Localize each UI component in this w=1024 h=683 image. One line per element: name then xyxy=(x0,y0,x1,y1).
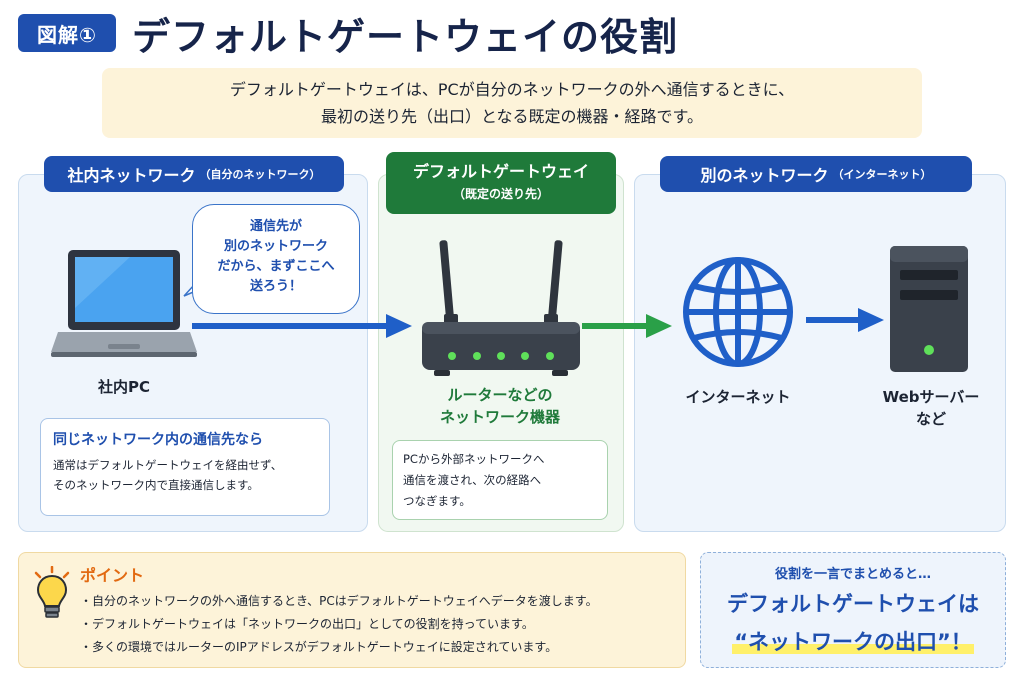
same-network-note-line-1: 通常はデフォルトゲートウェイを経由せず、 xyxy=(53,458,283,472)
arrow-pc-to-router xyxy=(192,314,412,338)
summary-line-1: デフォルトゲートウェイは xyxy=(727,592,979,616)
server-icon xyxy=(890,246,968,372)
tab-other-network: 別のネットワーク（インターネット） xyxy=(660,156,972,192)
tab-internal-network-sub: （自分のネットワーク） xyxy=(199,168,321,181)
arrow-router-to-internet xyxy=(582,314,672,338)
point-item-2: デフォルトゲートウェイは「ネットワークの出口」としての役割を持っています。 xyxy=(80,613,598,636)
gateway-note-line-2: 通信を渡され、次の経路へ xyxy=(403,473,542,487)
lightbulb-icon xyxy=(34,566,70,618)
point-item-3: 多くの環境ではルーターのIPアドレスがデフォルトゲートウェイに設定されています。 xyxy=(80,636,598,659)
gateway-note-line-3: つなぎます。 xyxy=(403,494,471,508)
bubble-line-3: だから、まずここへ xyxy=(217,259,335,274)
server-label: Webサーバー など xyxy=(868,386,994,430)
summary-line-2-wrap: “ネットワークの出口”！ xyxy=(701,626,1005,658)
router-label-line-2: ネットワーク機器 xyxy=(439,408,560,426)
summary-lead: 役割を一言でまとめると… xyxy=(774,567,931,582)
tab-other-network-label: 別のネットワーク xyxy=(700,166,829,185)
tab-default-gateway-label: デフォルトゲートウェイ xyxy=(412,162,589,181)
intro-line-1: デフォルトゲートウェイは、PCが自分のネットワークの外へ通信するときに、 xyxy=(229,80,795,99)
globe-icon xyxy=(683,257,793,367)
gateway-note-line-1: PCから外部ネットワークへ xyxy=(403,452,545,466)
same-network-note-line-2: そのネットワーク内で直接通信します。 xyxy=(53,478,259,492)
router-label: ルーターなどの ネットワーク機器 xyxy=(400,384,600,428)
tab-default-gateway-sub: （既定の送り先） xyxy=(452,187,549,201)
point-item-1: 自分のネットワークの外へ通信するとき、PCはデフォルトゲートウェイへデータを渡し… xyxy=(80,590,598,613)
tab-default-gateway: デフォルトゲートウェイ （既定の送り先） xyxy=(386,152,616,214)
router-label-line-1: ルーターなどの xyxy=(447,386,553,404)
same-network-note-title: 同じネットワーク内の通信先なら xyxy=(53,432,263,448)
speech-bubble: 通信先が 別のネットワーク だから、まずここへ 送ろう！ xyxy=(192,204,360,314)
figure-badge: 図解① xyxy=(18,14,116,52)
tab-internal-network: 社内ネットワーク（自分のネットワーク） xyxy=(44,156,344,192)
pc-label: 社内PC xyxy=(97,378,150,396)
tab-internal-network-label: 社内ネットワーク xyxy=(67,166,196,185)
summary-box: 役割を一言でまとめると… デフォルトゲートウェイは “ネットワークの出口”！ xyxy=(700,552,1006,668)
same-network-note: 同じネットワーク内の通信先なら 通常はデフォルトゲートウェイを経由せず、 そのネ… xyxy=(40,418,330,516)
page-title: デフォルトゲートウェイの役割 xyxy=(132,15,679,59)
bubble-line-1: 通信先が xyxy=(249,219,302,234)
router-icon xyxy=(422,240,580,376)
laptop-icon xyxy=(51,250,197,357)
server-label-line-2: など xyxy=(915,410,946,428)
point-list: 自分のネットワークの外へ通信するとき、PCはデフォルトゲートウェイへデータを渡し… xyxy=(80,590,598,659)
point-title: ポイント xyxy=(80,566,145,585)
summary-line-2: “ネットワークの出口”！ xyxy=(732,630,974,654)
intro-line-2: 最初の送り先（出口）となる既定の機器・経路です。 xyxy=(321,107,703,126)
bubble-line-2: 別のネットワーク xyxy=(223,239,328,254)
server-label-line-1: Webサーバー xyxy=(882,388,980,406)
intro-box: デフォルトゲートウェイは、PCが自分のネットワークの外へ通信するときに、 最初の… xyxy=(102,68,922,138)
tab-other-network-sub: （インターネット） xyxy=(832,168,932,181)
arrow-internet-to-server xyxy=(806,308,884,332)
bubble-line-4: 送ろう！ xyxy=(249,279,302,294)
internet-label: インターネット xyxy=(685,388,791,406)
gateway-note: PCから外部ネットワークへ 通信を渡され、次の経路へ つなぎます。 xyxy=(392,440,608,520)
